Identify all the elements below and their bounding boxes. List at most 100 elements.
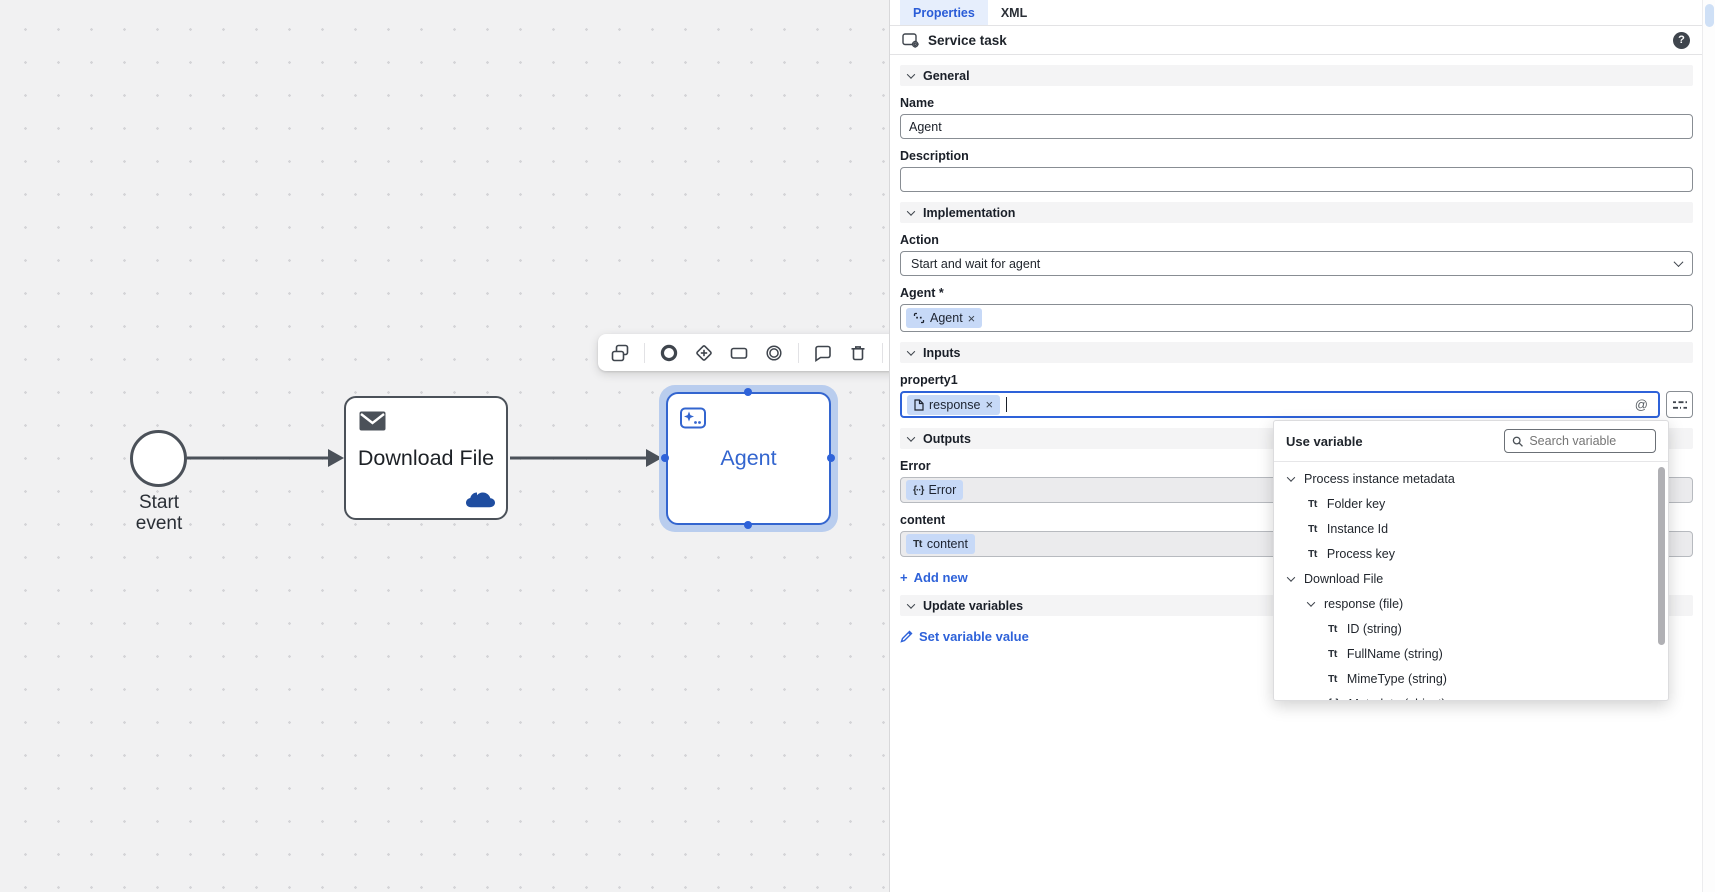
agent-chip-label: Agent	[930, 311, 963, 325]
description-input[interactable]	[900, 167, 1693, 192]
variable-tree-item[interactable]: response (file)	[1274, 591, 1668, 616]
gateway-shape-icon[interactable]	[693, 342, 715, 364]
help-icon[interactable]: ?	[1673, 31, 1690, 49]
arrowhead-icon	[328, 449, 344, 467]
set-variable-value-button[interactable]: Set variable value	[900, 629, 1693, 644]
variable-search[interactable]	[1504, 429, 1656, 453]
error-chip[interactable]: {··} Error	[906, 480, 964, 500]
arrowhead-icon	[646, 449, 662, 467]
error-chip-label: Error	[928, 483, 957, 497]
text-type-icon: Tt	[913, 538, 922, 550]
text-type-icon: Tt	[1328, 622, 1337, 635]
variable-tree-item-label: Download File	[1304, 571, 1384, 586]
agent-node[interactable]: Agent	[666, 392, 831, 525]
variable-tree-item-label: MimeType (string)	[1346, 671, 1447, 686]
object-type-icon: {··}	[913, 484, 924, 496]
variable-tree-item-label: Process key	[1326, 546, 1396, 561]
add-new-button[interactable]: + Add new	[900, 570, 1693, 585]
start-event-node[interactable]	[130, 430, 187, 487]
resize-handle-right[interactable]	[827, 454, 835, 462]
toolbar-divider	[882, 342, 883, 363]
chevron-down-icon	[906, 69, 916, 79]
variables-icon	[1672, 400, 1687, 409]
chevron-down-icon	[906, 599, 916, 609]
variable-tree-item[interactable]: {··} Metadata (object)	[1274, 691, 1668, 701]
remove-chip-icon[interactable]: ×	[967, 310, 976, 326]
section-inputs[interactable]: Inputs	[900, 342, 1693, 363]
use-variable-title: Use variable	[1286, 433, 1363, 449]
variable-search-input[interactable]	[1529, 434, 1648, 448]
text-cursor	[1006, 397, 1008, 412]
panel-header: Service task ?	[890, 26, 1702, 55]
variable-tree-item-label: Instance Id	[1326, 521, 1389, 536]
property1-field[interactable]: response × @	[900, 391, 1660, 418]
section-implementation-title: Implementation	[923, 205, 1016, 220]
variable-tree-item[interactable]: Tt ID (string)	[1274, 616, 1668, 641]
content-chip-label: content	[926, 537, 968, 551]
agent-node-label: Agent	[720, 446, 777, 470]
section-general[interactable]: General	[900, 65, 1693, 86]
download-file-label: Download File	[357, 445, 495, 470]
response-chip-label: response	[929, 397, 981, 412]
start-event-label: Start event	[135, 492, 183, 535]
agent-field[interactable]: Agent ×	[900, 304, 1693, 332]
variable-tree-item[interactable]: Tt MimeType (string)	[1274, 666, 1668, 691]
page-scrollbar-thumb[interactable]	[1705, 4, 1714, 27]
property1-row: response × @	[900, 391, 1693, 418]
action-select[interactable]: Start and wait for agent	[900, 251, 1693, 276]
section-outputs-title: Outputs	[923, 431, 971, 446]
name-label: Name	[900, 96, 935, 110]
sequence-flows	[187, 449, 662, 467]
chevron-down-icon	[906, 432, 916, 442]
variable-tree-item[interactable]: Process instance metadata	[1274, 466, 1668, 491]
duplicate-shape-icon[interactable]	[609, 342, 631, 364]
tab-properties[interactable]: Properties	[900, 0, 988, 25]
plus-icon: +	[900, 570, 908, 585]
panel-tabbar: Properties XML	[890, 0, 1702, 26]
process-canvas[interactable]: Start event Download File Agent	[0, 0, 988, 892]
object-type-icon: {··}	[1328, 698, 1339, 700]
page-scrollbar[interactable]	[1702, 0, 1715, 892]
response-chip[interactable]: response ×	[907, 394, 1001, 415]
set-variable-value-label: Set variable value	[919, 629, 1029, 644]
variable-tree-item[interactable]: Download File	[1274, 566, 1668, 591]
download-file-node[interactable]: Download File	[344, 396, 508, 520]
tab-xml[interactable]: XML	[1000, 5, 1028, 20]
task-shape-icon[interactable]	[728, 342, 750, 364]
mention-icon[interactable]: @	[1634, 397, 1648, 412]
text-type-icon: Tt	[1328, 672, 1337, 685]
remove-chip-icon[interactable]: ×	[985, 397, 994, 412]
section-implementation[interactable]: Implementation	[900, 202, 1693, 223]
end-event-shape-icon[interactable]	[763, 342, 785, 364]
resize-handle-top[interactable]	[744, 388, 752, 396]
start-event-shape-icon[interactable]	[658, 342, 680, 364]
property1-label: property1	[900, 373, 958, 387]
section-inputs-title: Inputs	[923, 345, 961, 360]
popup-scrollbar-thumb[interactable]	[1658, 467, 1665, 645]
chevron-down-icon	[906, 346, 916, 356]
resize-handle-left[interactable]	[661, 454, 669, 462]
variable-tree-item-label: Metadata (object)	[1348, 697, 1445, 701]
variable-tree-item-label: FullName (string)	[1346, 646, 1443, 661]
name-input[interactable]	[900, 114, 1693, 139]
action-select-value: Start and wait for agent	[911, 256, 1041, 271]
content-chip[interactable]: Tt content	[906, 534, 975, 554]
agent-chip[interactable]: Agent ×	[906, 308, 983, 328]
annotation-icon[interactable]	[812, 342, 834, 364]
chevron-down-icon	[1673, 257, 1684, 268]
section-general-title: General	[923, 68, 970, 83]
advanced-editor-button[interactable]	[1666, 391, 1693, 418]
variable-tree-item[interactable]: Tt Instance Id	[1274, 516, 1668, 541]
description-label: Description	[900, 149, 969, 163]
variable-tree-item-label: ID (string)	[1346, 621, 1402, 636]
properties-panel: Properties XML Service task ? General Na…	[889, 0, 1702, 892]
resize-handle-bottom[interactable]	[744, 521, 752, 529]
chevron-down-icon	[1286, 472, 1296, 482]
text-type-icon: Tt	[1308, 522, 1317, 535]
toolbar-divider	[644, 342, 645, 363]
delete-icon[interactable]	[847, 342, 869, 364]
